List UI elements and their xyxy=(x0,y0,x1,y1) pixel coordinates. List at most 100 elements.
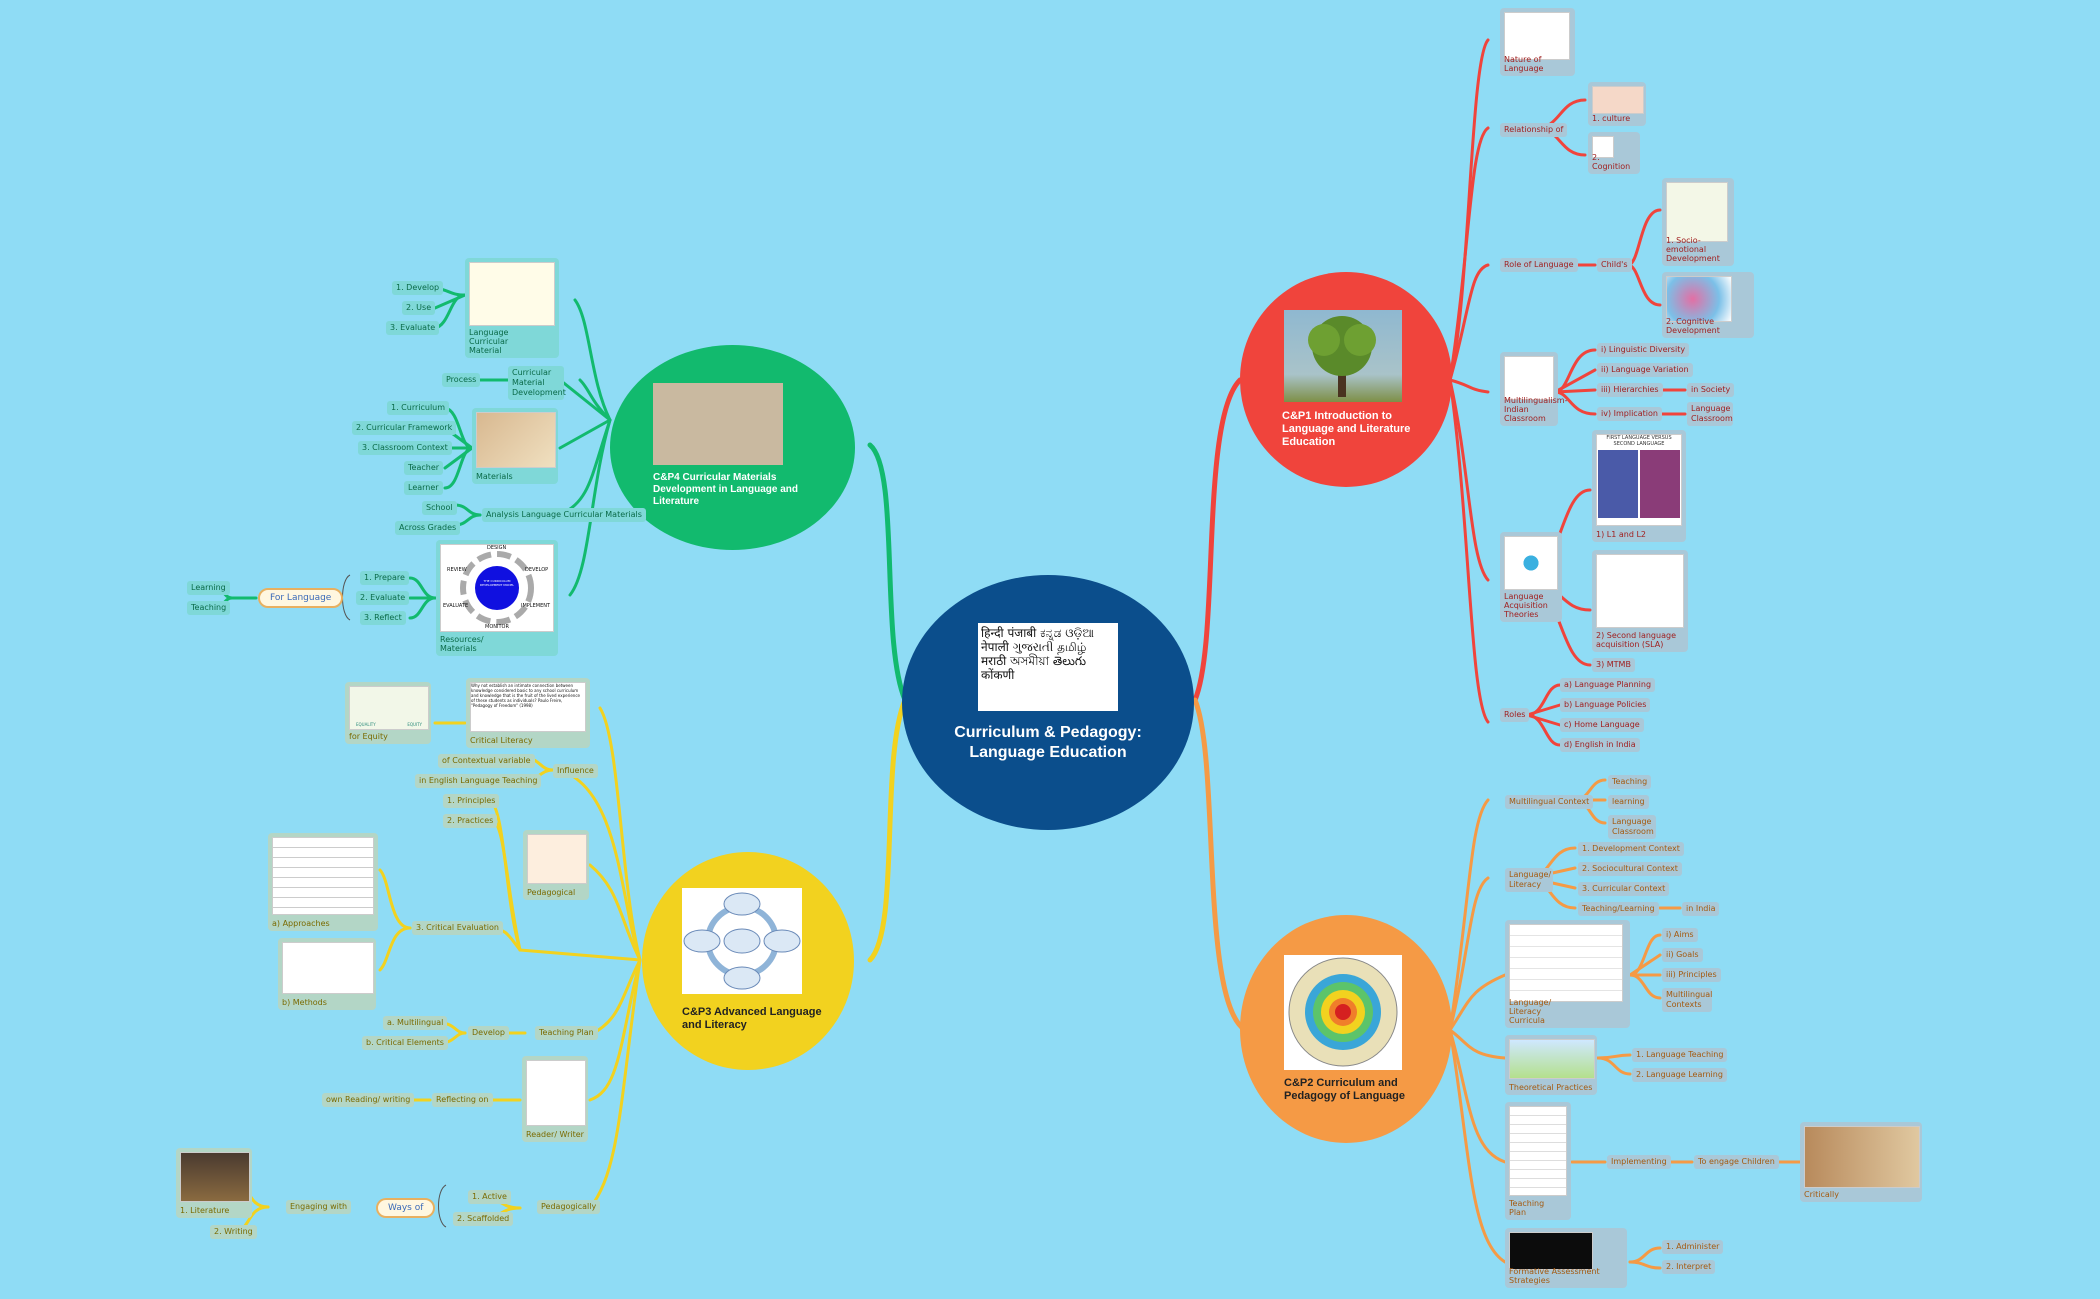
cognition-card[interactable]: 2. Cognition xyxy=(1588,132,1640,174)
multilingual-context-node[interactable]: Multilingual Context xyxy=(1505,795,1594,809)
for-language-node[interactable]: For Language xyxy=(258,588,344,608)
reflect-node[interactable]: 3. Reflect xyxy=(360,611,406,625)
sociocultural-context-node[interactable]: 2. Sociocultural Context xyxy=(1578,862,1682,876)
pedagogical-card[interactable]: Pedagogical xyxy=(523,830,589,900)
engaging-with-node[interactable]: Engaging with xyxy=(286,1200,352,1214)
multilingual-node[interactable]: a. Multilingual xyxy=(383,1016,448,1030)
nature-of-language-card[interactable]: Nature of Language xyxy=(1500,8,1575,76)
prepare-node[interactable]: 1. Prepare xyxy=(360,571,409,585)
practices-node[interactable]: 2. Practices xyxy=(443,814,498,828)
scaffolded-node[interactable]: 2. Scaffolded xyxy=(453,1212,514,1226)
home-language-node[interactable]: c) Home Language xyxy=(1560,718,1644,732)
l1-l2-card[interactable]: FIRST LANGUAGE VERSUS SECOND LANGUAGE 1)… xyxy=(1592,430,1686,542)
develop-node[interactable]: 1. Develop xyxy=(392,281,444,295)
roles-node[interactable]: Roles xyxy=(1500,708,1530,722)
resources-materials-card[interactable]: THE CURRICULUM DEVELOPMENT MODEL DESIGN … xyxy=(436,540,558,656)
approaches-card[interactable]: a) Approaches xyxy=(268,833,378,931)
hierarchies-node[interactable]: iii) Hierarchies xyxy=(1597,383,1663,397)
language-learning-node[interactable]: 2. Language Learning xyxy=(1632,1068,1727,1082)
classroom-context-node[interactable]: 3. Classroom Context xyxy=(358,441,452,455)
linguistic-diversity-node[interactable]: i) Linguistic Diversity xyxy=(1597,343,1690,357)
formative-assessment-card[interactable]: Formative Assessment Strategies xyxy=(1505,1228,1627,1288)
relationship-node[interactable]: Relationship of xyxy=(1500,123,1568,137)
critically-card[interactable]: Critically xyxy=(1800,1122,1922,1202)
materials-card[interactable]: Materials xyxy=(472,408,558,484)
contextual-variable-node[interactable]: of Contextual variable xyxy=(438,754,535,768)
theoretical-practices-card[interactable]: Theoretical Practices xyxy=(1505,1035,1597,1095)
learner-node[interactable]: Learner xyxy=(404,481,443,495)
language-curricular-material-card[interactable]: Language Curricular Material xyxy=(465,258,559,358)
role-of-language-node[interactable]: Role of Language xyxy=(1500,258,1578,272)
administer-node[interactable]: 1. Administer xyxy=(1662,1240,1724,1254)
reflecting-on-node[interactable]: Reflecting on xyxy=(432,1093,493,1107)
critical-elements-node[interactable]: b. Critical Elements xyxy=(362,1036,448,1050)
language-teaching-node[interactable]: 1. Language Teaching xyxy=(1632,1048,1728,1062)
cp4-topic[interactable]: C&P4 Curricular Materials Development in… xyxy=(610,345,855,550)
implication-node[interactable]: iv) Implication xyxy=(1597,407,1662,421)
pedagogically-node[interactable]: Pedagogically xyxy=(537,1200,601,1214)
in-india-node[interactable]: in India xyxy=(1682,902,1720,916)
mtmb-node[interactable]: 3) MTMB xyxy=(1592,658,1635,672)
cp3-topic[interactable]: C&P3 Advanced Language and Literacy xyxy=(642,852,854,1070)
curricular-material-development-node[interactable]: Curricular Material Development xyxy=(508,366,566,400)
multilingualism-card[interactable]: Multilingualism- Indian Classroom xyxy=(1500,352,1567,426)
teaching-node[interactable]: Teaching xyxy=(1608,775,1652,789)
principles-node[interactable]: iii) Principles xyxy=(1662,968,1721,982)
writing-node[interactable]: 2. Writing xyxy=(210,1225,257,1239)
process-node[interactable]: Process xyxy=(442,373,481,387)
teaching-learning-node[interactable]: Teaching/Learning xyxy=(1578,902,1659,916)
language-classroom-node[interactable]: Language Classroom xyxy=(1608,815,1656,839)
curricula-card[interactable]: Language/ Literacy Curricula xyxy=(1505,920,1630,1028)
use-node[interactable]: 2. Use xyxy=(402,301,436,315)
teacher-node[interactable]: Teacher xyxy=(404,461,444,475)
center-topic[interactable]: हिन्दी पंजाबी ಕನ್ನಡ ଓଡ଼ିଆ नेपाली ગુજરાતી… xyxy=(902,575,1194,830)
socio-emotional-card[interactable]: 1. Socio-emotional Development xyxy=(1662,178,1734,266)
multilingual-contexts-node[interactable]: Multilingual Contexts xyxy=(1662,988,1712,1012)
acquisition-theories-card[interactable]: Language Acquisition Theories xyxy=(1500,532,1562,622)
evaluate-2-node[interactable]: 2. Evaluate xyxy=(356,591,410,605)
sla-card[interactable]: 2) Second language acquisition (SLA) xyxy=(1592,550,1688,652)
in-society-node[interactable]: in Society xyxy=(1687,383,1735,397)
language-variation-node[interactable]: ii) Language Variation xyxy=(1597,363,1693,377)
learning-node[interactable]: learning xyxy=(1608,795,1649,809)
literature-card[interactable]: 1. Literature xyxy=(176,1148,252,1218)
english-in-india-node[interactable]: d) English in India xyxy=(1560,738,1640,752)
across-grades-node[interactable]: Across Grades xyxy=(395,521,461,535)
implementing-node[interactable]: Implementing xyxy=(1607,1155,1671,1169)
own-reading-writing-node[interactable]: own Reading/ writing xyxy=(322,1093,415,1107)
curricular-framework-node[interactable]: 2. Curricular Framework xyxy=(352,421,457,435)
cognitive-development-card[interactable]: 2. Cognitive Development xyxy=(1662,272,1754,338)
language-classroom-node[interactable]: Language Classroom xyxy=(1687,402,1733,426)
teaching-plan-card[interactable]: Teaching Plan xyxy=(1505,1102,1571,1220)
ways-of-node[interactable]: Ways of xyxy=(376,1198,436,1218)
develop-node[interactable]: Develop xyxy=(468,1026,509,1040)
language-planning-node[interactable]: a) Language Planning xyxy=(1560,678,1656,692)
analysis-materials-node[interactable]: Analysis Language Curricular Materials xyxy=(482,508,646,522)
cp2-topic[interactable]: C&P2 Curriculum and Pedagogy of Language xyxy=(1240,915,1452,1143)
engage-children-node[interactable]: To engage Children xyxy=(1694,1155,1779,1169)
learning-node[interactable]: Learning xyxy=(187,581,230,595)
development-context-node[interactable]: 1. Development Context xyxy=(1578,842,1684,856)
curricular-context-node[interactable]: 3. Curricular Context xyxy=(1578,882,1670,896)
childs-node[interactable]: Child's xyxy=(1597,258,1632,272)
culture-card[interactable]: 1. culture xyxy=(1588,82,1646,126)
school-node[interactable]: School xyxy=(422,501,457,515)
influence-node[interactable]: Influence xyxy=(553,764,598,778)
for-equity-card[interactable]: EQUALITY EQUITY for Equity xyxy=(345,682,431,744)
evaluate-node[interactable]: 3. Evaluate xyxy=(386,321,440,335)
aims-node[interactable]: i) Aims xyxy=(1662,928,1698,942)
methods-card[interactable]: b) Methods xyxy=(278,938,376,1010)
critical-literacy-card[interactable]: Why not establish an intimate connection… xyxy=(466,678,590,748)
critical-evaluation-node[interactable]: 3. Critical Evaluation xyxy=(412,921,503,935)
curriculum-node[interactable]: 1. Curriculum xyxy=(387,401,450,415)
interpret-node[interactable]: 2. Interpret xyxy=(1662,1260,1716,1274)
teaching-node[interactable]: Teaching xyxy=(187,601,231,615)
principles-node[interactable]: 1. Principles xyxy=(443,794,500,808)
language-policies-node[interactable]: b) Language Policies xyxy=(1560,698,1651,712)
cp1-topic[interactable]: C&P1 Introduction to Language and Litera… xyxy=(1240,272,1452,487)
teaching-plan-node[interactable]: Teaching Plan xyxy=(535,1026,598,1040)
language-literacy-node[interactable]: Language/ Literacy xyxy=(1505,868,1553,892)
active-node[interactable]: 1. Active xyxy=(468,1190,511,1204)
in-elt-node[interactable]: in English Language Teaching xyxy=(415,774,542,788)
goals-node[interactable]: ii) Goals xyxy=(1662,948,1703,962)
